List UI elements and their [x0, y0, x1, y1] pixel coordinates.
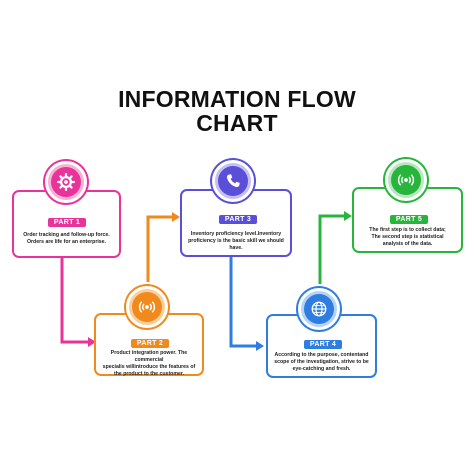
globe-icon: [311, 301, 327, 317]
part5-badge: PART 5: [390, 215, 428, 224]
part2-description: Product integration power. The commercia…: [102, 350, 196, 377]
chart-title-line1: INFORMATION FLOW: [118, 86, 356, 112]
part4-circle: [298, 288, 340, 330]
part2-circle: [126, 286, 168, 328]
broadcast-icon: [138, 301, 156, 313]
part5-circle: [385, 159, 427, 201]
connector-4-5: [318, 214, 344, 284]
connector-3-4: [229, 257, 256, 348]
part4-card: PART 4 According to the purpose, content…: [266, 314, 377, 378]
wireless-icon: [397, 174, 415, 186]
part2-badge: PART 2: [131, 339, 169, 348]
arrowhead-3-4: [256, 341, 264, 351]
part1-description: Order tracking and follow-up force.Order…: [23, 232, 110, 245]
part4-badge: PART 4: [304, 340, 342, 349]
part5-description: The first step is to collect data;The se…: [369, 227, 446, 247]
part1-badge: PART 1: [48, 218, 86, 227]
part3-circle: [212, 160, 254, 202]
arrowhead-1-2: [88, 337, 96, 347]
part1-circle: [45, 161, 87, 203]
arrowhead-2-3: [172, 212, 180, 222]
chart-title-line2: CHART: [196, 110, 278, 136]
arrowhead-4-5: [344, 211, 352, 221]
connector-2-3: [146, 215, 172, 282]
connector-1-2: [60, 258, 88, 344]
phone-icon: [226, 174, 240, 188]
part1-card: PART 1 Order tracking and follow-up forc…: [12, 190, 121, 258]
gear-icon: [57, 173, 75, 191]
part3-badge: PART 3: [219, 215, 257, 224]
